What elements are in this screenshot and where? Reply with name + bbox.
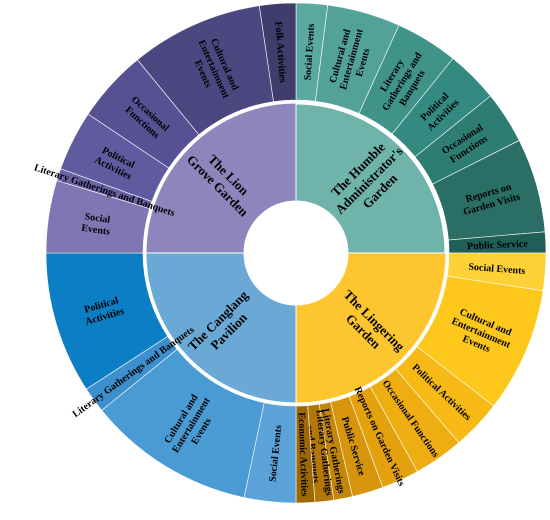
outer-label-the-lion-grove-garden-social-events: SocialEvents (81, 211, 113, 238)
outer-label-the-lion-grove-garden-folk-activities: Folk Activities (272, 21, 287, 83)
outer-segment-the-lion-grove-garden-folk-activities[interactable] (258, 2, 297, 102)
outer-label-the-humble-administrator-s-garden-public-service: Public Service (467, 239, 529, 253)
outer-label-the-lingering-garden-social-events: Social Events (468, 262, 526, 277)
outer-label-the-humble-administrator-s-garden-social-events: Social Events (303, 23, 318, 81)
ring-separator (141, 98, 451, 408)
outer-label-the-lingering-garden-economic-activities: Economic Activities (296, 412, 310, 497)
center-hole (244, 201, 348, 305)
